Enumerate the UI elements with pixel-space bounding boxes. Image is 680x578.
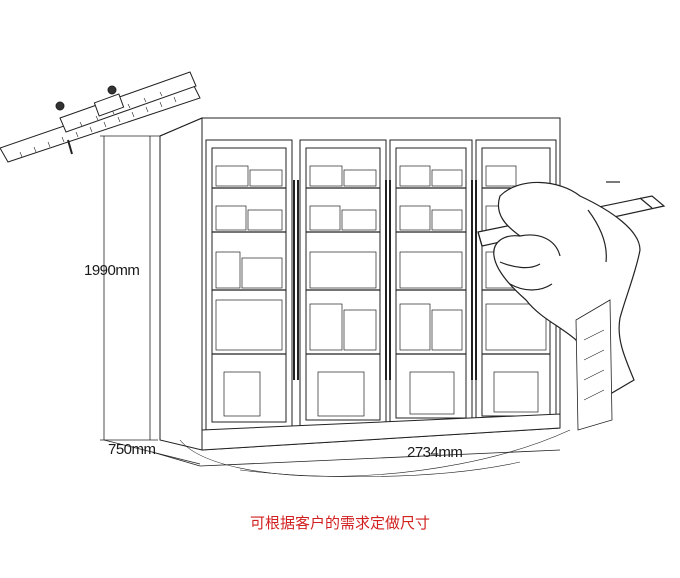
shelves bbox=[212, 187, 550, 355]
width-dimension-label: 2734mm bbox=[407, 444, 463, 461]
door-1 bbox=[205, 139, 293, 431]
depth-dimension-label: 750mm bbox=[108, 441, 156, 458]
product-packages bbox=[215, 165, 547, 417]
custom-size-caption: 可根据客户的需求定做尺寸 bbox=[249, 514, 430, 532]
caliper-ruler-sketch bbox=[0, 71, 201, 163]
door-2 bbox=[299, 139, 387, 429]
glass-doors bbox=[205, 139, 557, 431]
floor-shadow-lines bbox=[179, 429, 571, 478]
dimension-lines bbox=[100, 135, 561, 467]
hand-with-pencil-sketch bbox=[477, 181, 666, 431]
cabinet-base bbox=[201, 413, 561, 451]
door-3 bbox=[389, 139, 473, 427]
height-dimension-label: 1990mm bbox=[84, 262, 140, 279]
